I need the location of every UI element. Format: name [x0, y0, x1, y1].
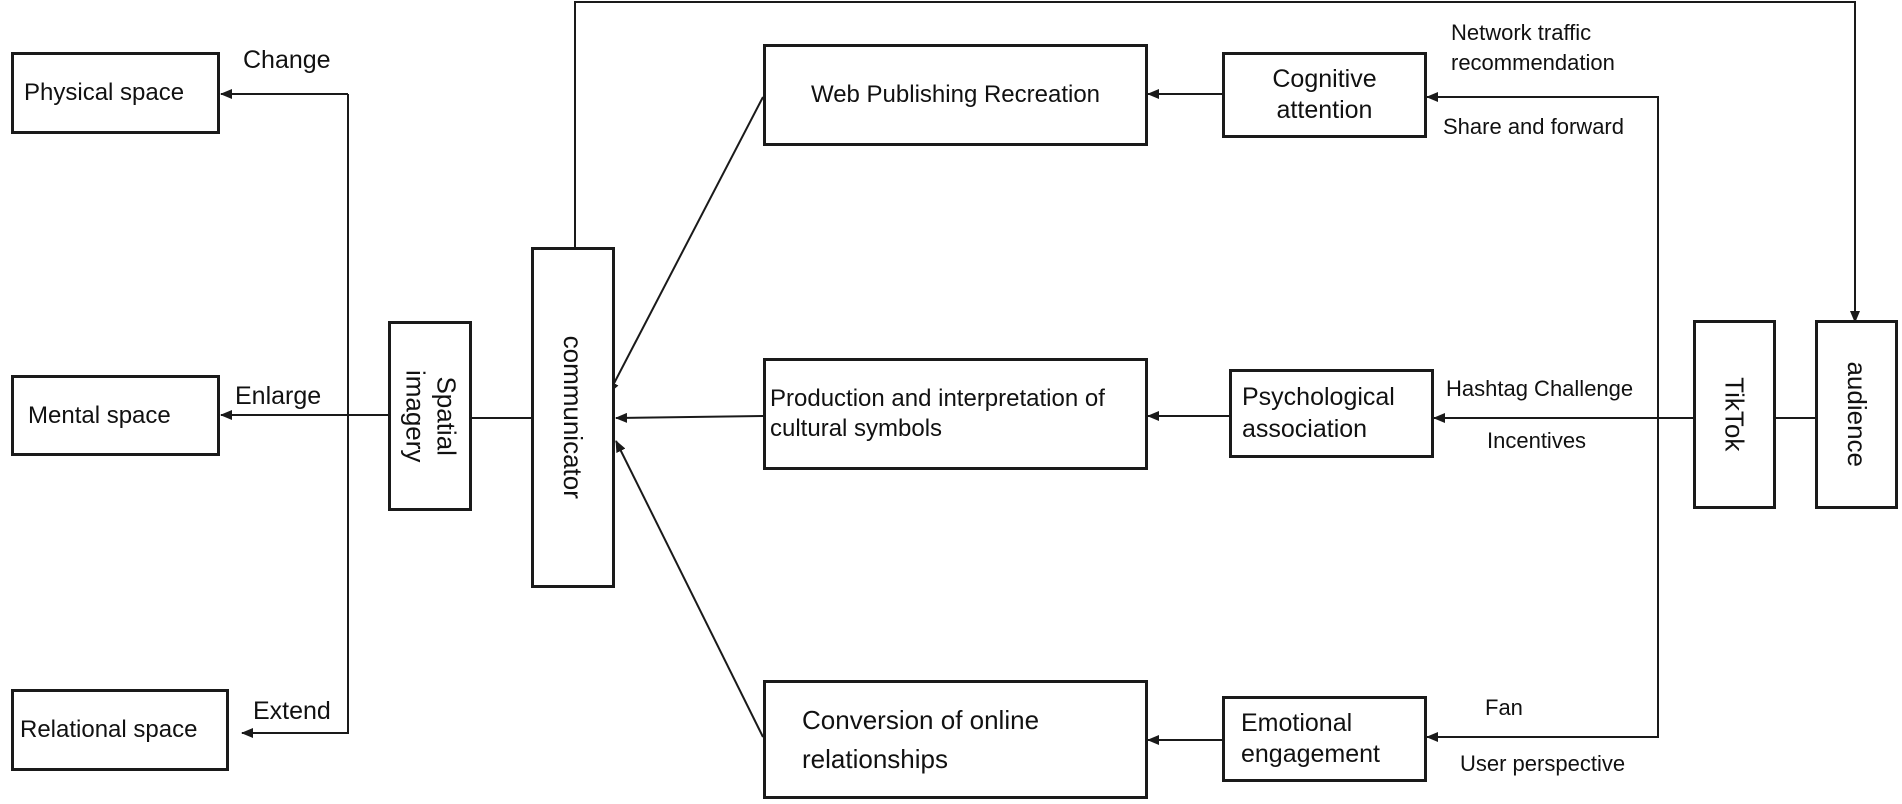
- label-network-traffic: Network traffic recommendation: [1451, 18, 1615, 77]
- edge-communicator-to-audience: [574, 1, 1860, 323]
- node-relational-space: Relational space: [11, 689, 229, 771]
- label-incentives: Incentives: [1487, 428, 1587, 453]
- node-audience-label: audience: [1841, 361, 1872, 468]
- node-production-line2: cultural symbols: [770, 415, 943, 442]
- label-change: Change: [243, 46, 331, 74]
- edge-production-to-communicator: [615, 412, 764, 423]
- edge-change: [241, 94, 349, 738]
- label-network-line2: recommendation: [1451, 49, 1615, 75]
- edge-web-to-communicator: [608, 96, 764, 394]
- node-production: Production and interpretation of cultura…: [763, 358, 1148, 470]
- label-enlarge: Enlarge: [235, 382, 322, 410]
- node-web-publishing: Web Publishing Recreation: [763, 44, 1148, 146]
- node-psych-line1: Psychological: [1242, 383, 1395, 412]
- node-cognitive-attention: Cognitive attention: [1222, 52, 1427, 138]
- node-physical-space-label: Physical space: [24, 79, 185, 106]
- edge-conversion-to-communicator: [615, 440, 764, 738]
- node-tiktok: TikTok: [1693, 320, 1776, 509]
- node-communicator: communicator: [531, 247, 615, 588]
- node-tiktok-label: TikTok: [1719, 377, 1750, 452]
- node-emotional-line1: Emotional: [1241, 708, 1353, 737]
- node-cognitive-line1: Cognitive: [1272, 64, 1377, 93]
- edge-tiktok-to-cognitive: [1426, 92, 1659, 418]
- node-physical-space: Physical space: [11, 52, 220, 134]
- node-cognitive-line2: attention: [1276, 96, 1373, 124]
- label-network-line1: Network traffic: [1451, 20, 1592, 45]
- node-communicator-label: communicator: [558, 335, 589, 500]
- node-spatial-imagery: Spatial imagery: [388, 321, 472, 511]
- node-emotional-line2: engagement: [1241, 740, 1381, 768]
- node-production-line1: Production and interpretation of: [770, 385, 1105, 412]
- label-fan: Fan: [1485, 695, 1523, 720]
- label-user-perspective: User perspective: [1460, 751, 1626, 776]
- node-audience: audience: [1815, 320, 1898, 509]
- node-web-publishing-label: Web Publishing Recreation: [810, 81, 1101, 108]
- node-emotional-engagement: Emotional engagement: [1222, 696, 1427, 782]
- label-share-forward: Share and forward: [1443, 114, 1624, 139]
- node-conversion: Conversion of online relationships: [763, 680, 1148, 799]
- node-mental-space: Mental space: [11, 375, 220, 456]
- node-spatial-imagery-label: Spatial imagery: [400, 369, 462, 463]
- node-psych-line2: association: [1242, 414, 1368, 443]
- edge-tiktok-to-emotional: [1426, 418, 1659, 742]
- label-extend: Extend: [253, 697, 331, 725]
- node-psychological-association: Psychological association: [1229, 369, 1434, 458]
- node-mental-space-label: Mental space: [28, 401, 171, 429]
- node-relational-space-label: Relational space: [20, 716, 198, 743]
- label-hashtag-challenge: Hashtag Challenge: [1446, 376, 1634, 401]
- node-conversion-line2: relationships: [802, 743, 948, 774]
- node-conversion-line1: Conversion of online: [802, 704, 1040, 735]
